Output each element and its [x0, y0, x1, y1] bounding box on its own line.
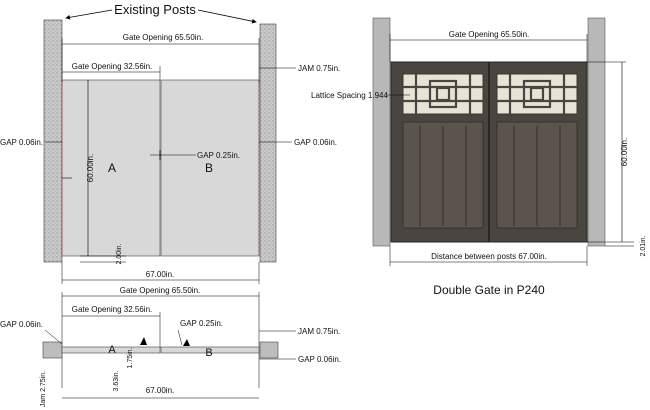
plan-gap-center-label: GAP 0.25in. [180, 319, 223, 328]
distance-between-posts-label: Distance between posts 67.00in. [431, 252, 547, 261]
plan-gap-left-label: GAP 0.06in. [0, 320, 43, 329]
gate-opening-leaf-label: Gate Opening 32.56in. [72, 62, 153, 71]
jam-label: JAM 0.75in. [298, 64, 340, 73]
gap-right-label: GAP 0.06in. [294, 138, 337, 147]
plan-dim-a-label: 3.63in. [113, 370, 120, 391]
title: Existing Posts [114, 2, 196, 17]
left-post [43, 19, 63, 263]
plan-arrow-left [140, 337, 147, 345]
elev-gate-opening-label: Gate Opening 65.50in. [449, 30, 530, 39]
plank-lines [419, 126, 561, 226]
elev-height-label: 60.00in. [620, 138, 629, 166]
plan-gate-opening-leaf-label: Gate Opening 32.56in. [72, 305, 153, 314]
gate-opening-total-label: Gate Opening 65.50in. [123, 33, 204, 42]
plan-right-post [259, 341, 279, 359]
leaf-a-label: A [108, 161, 116, 175]
lattice-pattern [403, 74, 577, 114]
title-arrow-right [197, 9, 257, 24]
lattice-spacing-label: Lattice Spacing 1.944 [311, 91, 388, 100]
plan-jam-depth-label: Jam 2.75in. [40, 371, 47, 407]
plan-leaf-b [160, 346, 260, 354]
leaf-a [61, 79, 161, 257]
gate-center-seam [488, 62, 490, 242]
plan-overall-label: 67.00in. [146, 386, 174, 395]
plan-arrow-right [183, 339, 190, 346]
height-label: 60.00in. [86, 154, 95, 182]
elev-right-post [587, 17, 606, 247]
overall-label: 67.00in. [146, 270, 174, 279]
leaf-b [160, 79, 260, 257]
plan-gap-right-label: GAP 0.06in. [298, 355, 341, 364]
elev-bottom-clear-label: 2.01in. [640, 235, 647, 256]
elev-left-post [372, 17, 391, 247]
plan-leaf-a [61, 346, 161, 354]
plan-jam-label: JAM 0.75in. [298, 327, 340, 336]
right-post [259, 23, 277, 263]
gap-center-label: GAP 0.25in. [197, 151, 240, 160]
gap-left-label: GAP 0.06in. [0, 138, 43, 147]
plan-left-post [42, 341, 63, 359]
plan-leaf-a-label: A [108, 344, 116, 356]
leaf-b-label: B [205, 161, 213, 175]
plan-gate-opening-total-label: Gate Opening 65.50in. [120, 286, 201, 295]
plan-leaf-b-label: B [205, 347, 212, 359]
title-arrow-left [65, 9, 113, 20]
bottom-clear-label: 2.00in. [116, 243, 123, 264]
caption: Double Gate in P240 [433, 283, 545, 297]
plan-dim-b-label: 1.75in. [127, 347, 134, 368]
